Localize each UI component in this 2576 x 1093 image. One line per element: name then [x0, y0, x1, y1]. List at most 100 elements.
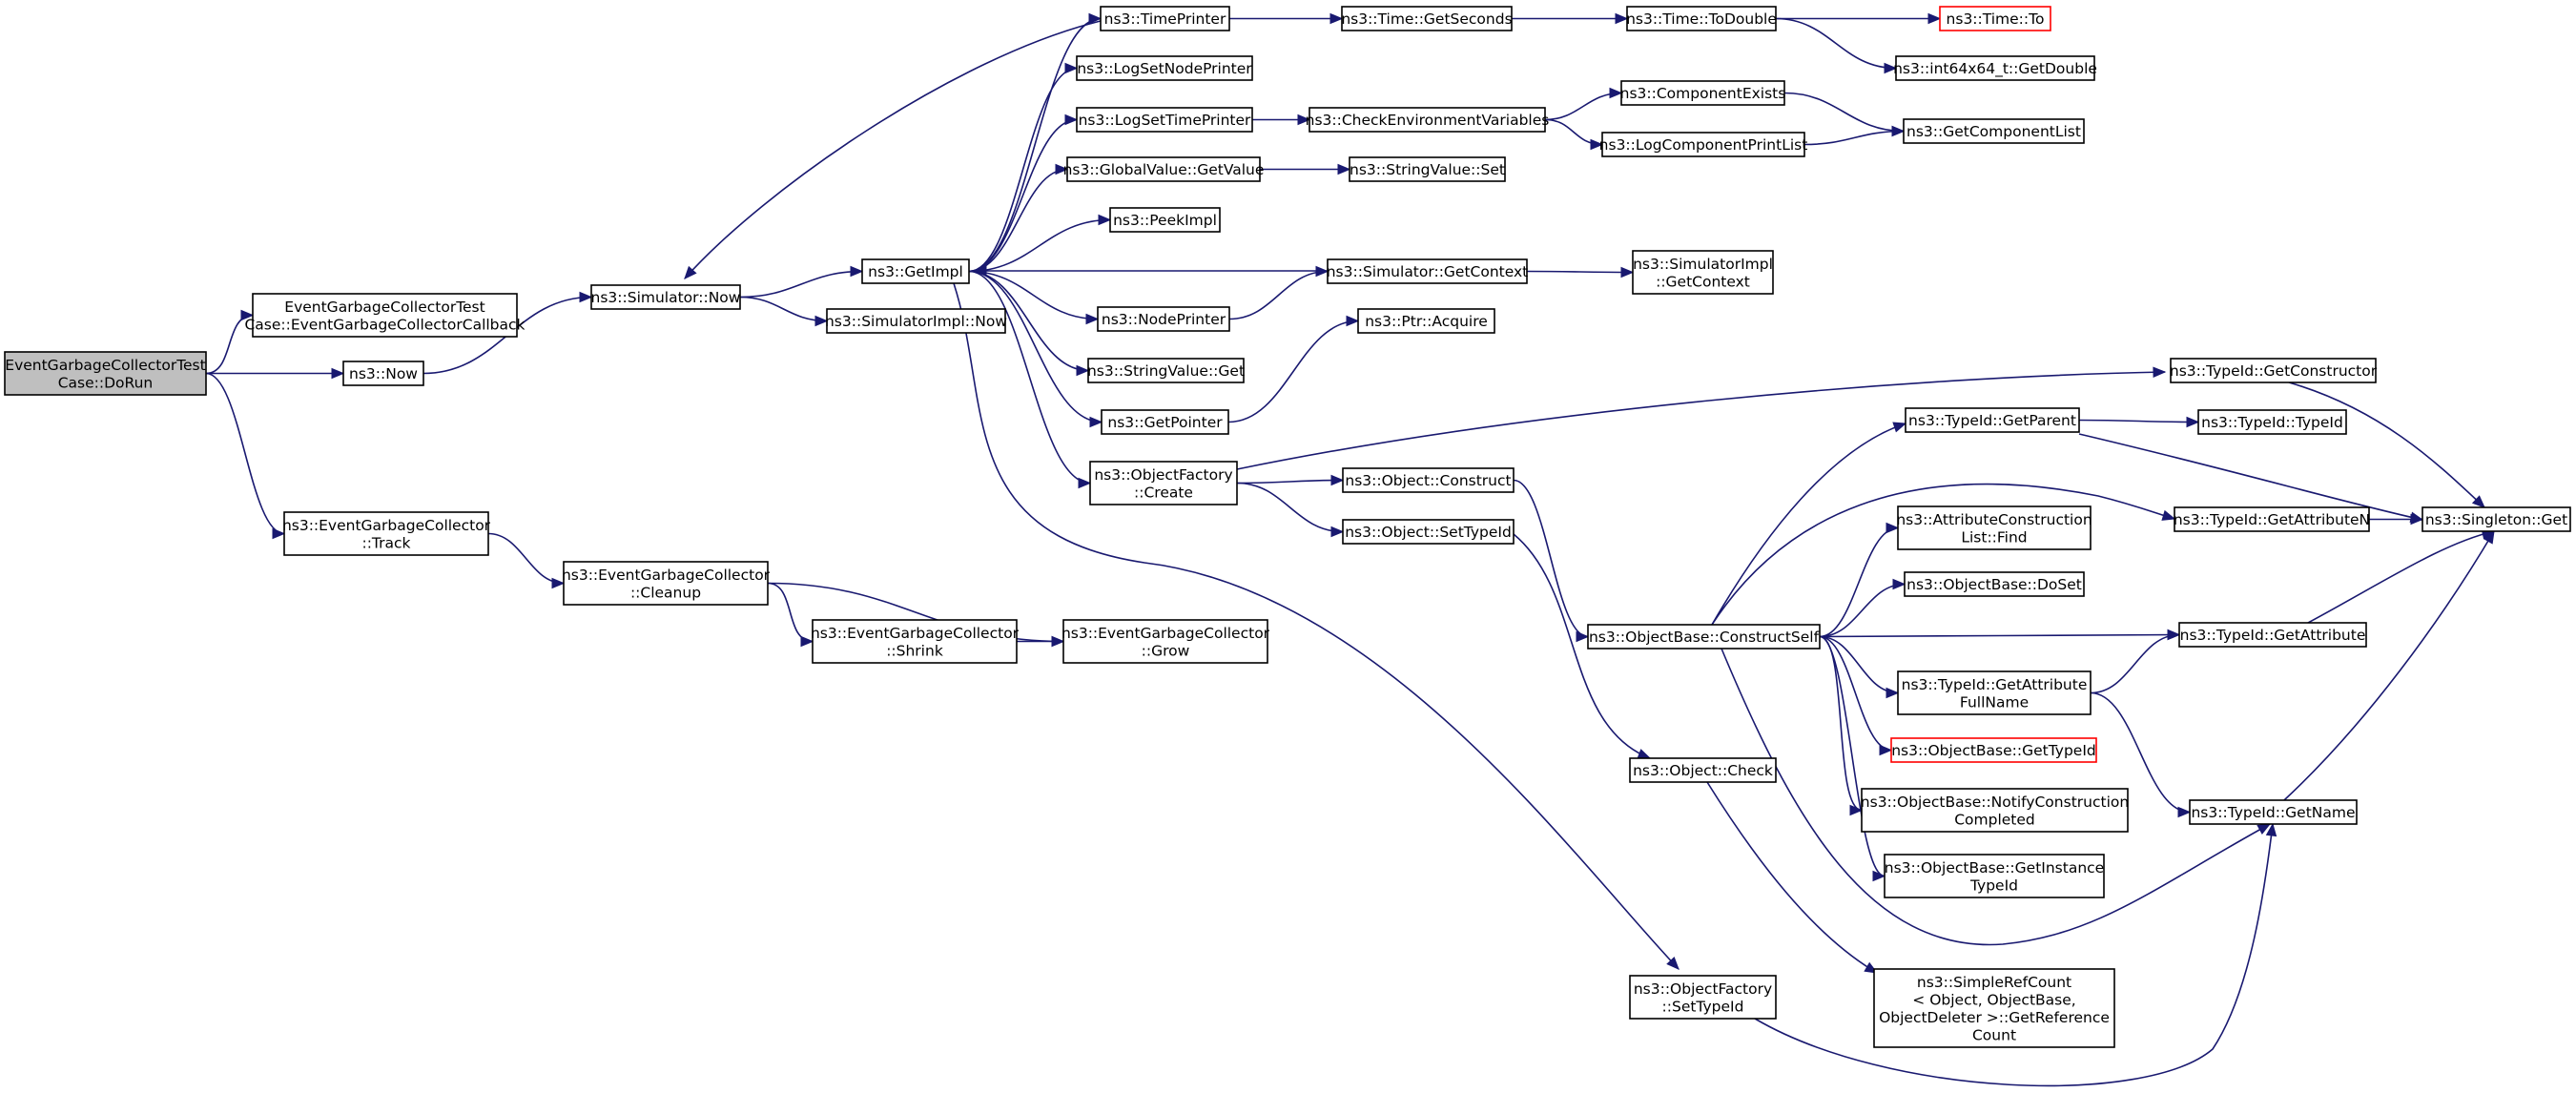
graph-node-todouble[interactable]: ns3::Time::ToDouble: [1626, 6, 1777, 31]
arrowhead-icon: [1892, 578, 1906, 590]
arrowhead-icon: [1078, 477, 1092, 489]
graph-node-compexists[interactable]: ns3::ComponentExists: [1620, 80, 1786, 106]
node-label: ns3::PeekImpl: [1113, 212, 1217, 229]
graph-node-nodeprinter[interactable]: ns3::NodePrinter: [1097, 306, 1230, 332]
graph-node-tidgetattr[interactable]: ns3::TypeId::GetAttribute: [2178, 622, 2367, 648]
edge-cleanup-to-shrink: [767, 582, 814, 648]
graph-node-simimplgetctx[interactable]: ns3::SimulatorImpl::GetContext: [1632, 250, 1774, 295]
graph-node-constructself[interactable]: ns3::ObjectBase::ConstructSelf: [1587, 624, 1821, 650]
graph-node-tidgetname[interactable]: ns3::TypeId::GetName: [2189, 799, 2358, 825]
arrowhead-icon: [1088, 12, 1103, 25]
edge-tidgetattrfull-to-tidgetname: [2090, 691, 2192, 818]
graph-node-obdoset[interactable]: ns3::ObjectBase::DoSet: [1904, 571, 2085, 597]
graph-node-getimpl[interactable]: ns3::GetImpl: [861, 258, 970, 284]
graph-node-tidgetattrn[interactable]: ns3::TypeId::GetAttributeN: [2174, 506, 2370, 532]
node-box: [1587, 624, 1821, 650]
graph-node-timeto[interactable]: ns3::Time::To: [1939, 6, 2051, 31]
node-box: [1076, 55, 1253, 81]
edge-track-to-cleanup: [487, 532, 566, 589]
graph-node-getcomplist[interactable]: ns3::GetComponentList: [1903, 118, 2085, 144]
graph-node-simnow[interactable]: ns3::Simulator::Now: [590, 284, 741, 310]
node-box: [590, 284, 741, 310]
edge-getimpl-to-lognodeprinter: [968, 62, 1079, 273]
node-label: ns3::TypeId::GetAttribute: [1902, 676, 2088, 693]
graph-node-obgettypeid[interactable]: ns3::ObjectBase::GetTypeId: [1890, 737, 2097, 763]
arrowhead-icon: [2186, 416, 2200, 428]
graph-node-svset[interactable]: ns3::StringValue::Set: [1349, 156, 1506, 182]
node-box: [342, 361, 424, 386]
graph-node-simimplnow[interactable]: ns3::SimulatorImpl::Now: [825, 308, 1007, 334]
node-label: ns3::ObjectBase::ConstructSelf: [1589, 629, 1820, 646]
graph-node-cleanup[interactable]: ns3::EventGarbageCollector::Cleanup: [562, 561, 771, 606]
graph-node-tidtypeid[interactable]: ns3::TypeId::TypeId: [2197, 409, 2347, 435]
node-label: ns3::TypeId::GetParent: [1908, 412, 2076, 429]
graph-node-timeprinter[interactable]: ns3::TimePrinter: [1100, 6, 1230, 31]
edge-objconstruct-to-constructself: [1513, 479, 1590, 643]
node-label: ns3::int64x64_t::GetDouble: [1893, 60, 2097, 78]
graph-node-ptracquire[interactable]: ns3::Ptr::Acquire: [1357, 308, 1495, 334]
graph-node-checkenv[interactable]: ns3::CheckEnvironmentVariables: [1306, 107, 1550, 133]
arrowhead-icon: [1620, 266, 1635, 278]
graph-node-tidgetctor[interactable]: ns3::TypeId::GetConstructor: [2170, 358, 2378, 383]
graph-node-objconstruct[interactable]: ns3::Object::Construct: [1342, 467, 1515, 493]
node-box: [1089, 461, 1238, 505]
graph-node-ofsettypeid[interactable]: ns3::ObjectFactory::SetTypeId: [1629, 975, 1777, 1020]
graph-node-now[interactable]: ns3::Now: [342, 361, 424, 386]
arrowhead-icon: [1615, 12, 1629, 25]
graph-node-singletonget[interactable]: ns3::Singleton::Get: [2421, 506, 2571, 532]
edge-tidgetname-to-singletonget: [2283, 529, 2495, 801]
arrowhead-icon: [1891, 125, 1906, 137]
node-label: ::Create: [1134, 484, 1193, 501]
node-box: [1897, 505, 2092, 550]
graph-node-cb[interactable]: EventGarbageCollectorTestCase::EventGarb…: [244, 293, 526, 338]
graph-node-refcount[interactable]: ns3::SimpleRefCount< Object, ObjectBase,…: [1873, 968, 2115, 1048]
node-box: [1632, 250, 1774, 295]
edge-checkenv-to-compexists: [1544, 87, 1623, 121]
node-box: [861, 258, 970, 284]
graph-node-svget[interactable]: ns3::StringValue::Get: [1087, 358, 1245, 383]
node-box: [1620, 80, 1785, 106]
graph-node-int64getdouble[interactable]: ns3::int64x64_t::GetDouble: [1893, 55, 2097, 81]
graph-node-ofcreate[interactable]: ns3::ObjectFactory::Create: [1089, 461, 1238, 505]
graph-node-logcompprint[interactable]: ns3::LogComponentPrintList: [1599, 132, 1808, 157]
graph-node-shrink[interactable]: ns3::EventGarbageCollector::Shrink: [811, 619, 1020, 664]
node-box: [4, 351, 207, 396]
arrowhead-icon: [1346, 315, 1360, 327]
graph-node-logtimeprinter[interactable]: ns3::LogSetTimePrinter: [1076, 107, 1253, 133]
graph-node-objcheck[interactable]: ns3::Object::Check: [1629, 757, 1777, 783]
arrowhead-icon: [1315, 265, 1329, 278]
graph-node-objsettypeid[interactable]: ns3::Object::SetTypeId: [1342, 519, 1515, 545]
node-label: ns3::EventGarbageCollector: [282, 517, 491, 534]
node-label: ns3::TimePrinter: [1104, 10, 1226, 28]
edge-constructself-to-tidgetattrn: [1711, 483, 2176, 626]
graph-node-getpointer[interactable]: ns3::GetPointer: [1101, 409, 1229, 435]
node-box: [1349, 156, 1506, 182]
graph-node-peekimpl[interactable]: ns3::PeekImpl: [1109, 207, 1221, 233]
node-box: [1601, 132, 1805, 157]
edge-todouble-to-timeto: [1776, 12, 1942, 25]
graph-node-obnotify[interactable]: ns3::ObjectBase::NotifyConstructionCompl…: [1861, 788, 2129, 833]
graph-node-getseconds[interactable]: ns3::Time::GetSeconds: [1341, 6, 1513, 31]
edge-constructself-to-obgettypeid: [1819, 635, 1893, 756]
edge-tidgetparent-to-tidtypeid: [2078, 416, 2200, 428]
graph-node-track[interactable]: ns3::EventGarbageCollector::Track: [282, 511, 491, 556]
graph-node-simgetctx[interactable]: ns3::Simulator::GetContext: [1327, 258, 1529, 284]
node-label: ObjectDeleter >::GetReference: [1879, 1009, 2110, 1026]
node-box: [1101, 409, 1229, 435]
graph-node-lognodeprinter[interactable]: ns3::LogSetNodePrinter: [1076, 55, 1253, 81]
graph-node-tidgetparent[interactable]: ns3::TypeId::GetParent: [1905, 407, 2080, 433]
node-label: Count: [1972, 1026, 2016, 1043]
edge-tidgetattrn-to-singletonget: [2369, 513, 2424, 526]
node-label: ns3::Singleton::Get: [2425, 511, 2567, 528]
edge-getimpl-to-logtimeprinter: [968, 113, 1079, 273]
edge-getimpl-to-nodeprinter: [968, 270, 1100, 325]
node-box: [1905, 407, 2080, 433]
arrowhead-icon: [2153, 366, 2167, 378]
graph-node-gvget[interactable]: ns3::GlobalValue::GetValue: [1063, 156, 1265, 182]
arrowhead-icon: [1089, 416, 1103, 428]
graph-node-grow[interactable]: ns3::EventGarbageCollector::Grow: [1061, 619, 1270, 664]
